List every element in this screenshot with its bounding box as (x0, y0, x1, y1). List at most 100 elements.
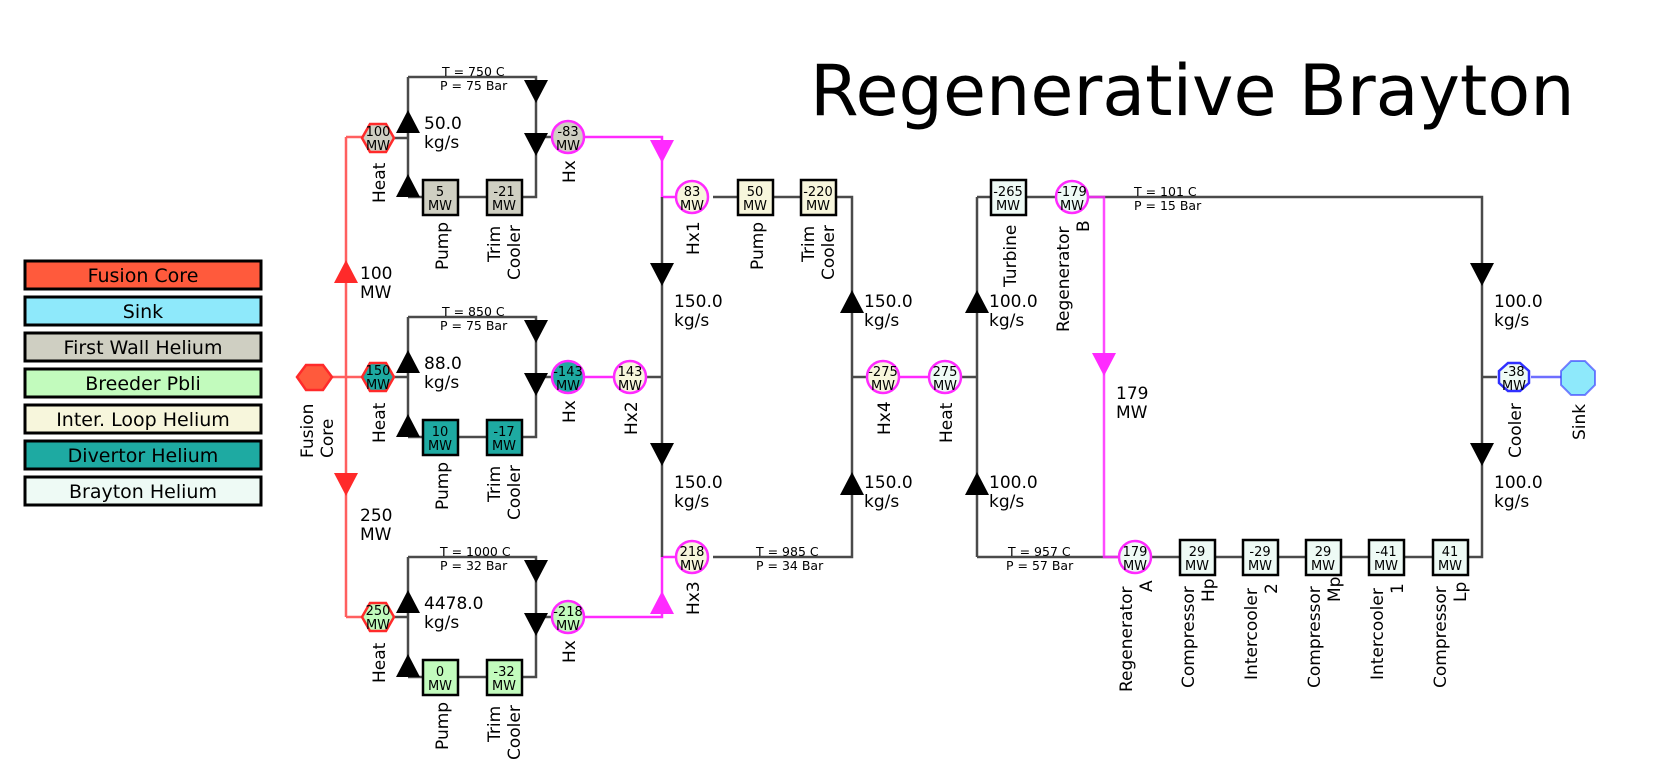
intercooler-label-2: 1 (1388, 583, 1408, 594)
intercooler-1-node (1367, 538, 1406, 577)
node-value: 100 (366, 125, 391, 140)
legend-swatch (23, 367, 263, 399)
node-value: -275 (868, 365, 898, 380)
regenerator-b-node (1054, 179, 1090, 215)
regenerator-label-1: Regenerator (1054, 227, 1074, 332)
node-unit: MW (366, 618, 390, 633)
node-value: 29 (1315, 545, 1332, 560)
state-temperature: T = 101 C (1133, 184, 1197, 199)
hx-label: Hx (560, 400, 580, 423)
flow-arrows (334, 80, 1494, 677)
node-unit: MW (428, 199, 452, 214)
arrow-down-icon (524, 613, 548, 636)
legend-swatch (23, 259, 263, 291)
legend-item-first-wall-helium: First Wall Helium (23, 331, 263, 363)
flow-value: 100.0 (1494, 292, 1543, 312)
trim-label-1: Trim (485, 226, 505, 263)
arrow-down-icon (650, 140, 674, 163)
sink-label: Sink (1570, 404, 1590, 440)
flow-value: 4478.0 (424, 594, 483, 614)
legend-swatch (23, 295, 263, 327)
legend-item-brayton-helium: Brayton Helium (23, 475, 263, 507)
node-unit: MW (1374, 559, 1398, 574)
sink-node: Sink (1560, 360, 1596, 440)
flow-unit: kg/s (864, 492, 899, 512)
turbine-node (989, 178, 1028, 217)
hx-node (550, 119, 586, 155)
state-temperature: T = 850 C (441, 304, 505, 319)
node-unit: MW (806, 199, 830, 214)
divertor-loop-pipe (393, 315, 551, 439)
hx3-label: Hx3 (684, 581, 704, 615)
flow-value: 100.0 (1494, 473, 1543, 493)
hx-label: Hx (560, 640, 580, 663)
heat-node (360, 122, 396, 154)
node-value: -29 (1249, 545, 1270, 560)
flow-unit: kg/s (989, 311, 1024, 331)
flow-value: 50.0 (424, 114, 462, 134)
trim-cooler-node (799, 178, 838, 217)
node-unit: MW (492, 439, 516, 454)
first-wall-loop: 100 MW Heat T = 750 C P = 75 Bar 50.0 kg… (360, 64, 586, 280)
arrow-up-icon (965, 290, 989, 313)
state-temperature: T = 750 C (441, 64, 505, 79)
node-value: -32 (493, 665, 514, 680)
node-unit: MW (1311, 559, 1335, 574)
node-value: 250 (366, 604, 391, 619)
core-flow-top-value: 100 (360, 264, 392, 284)
state-pressure: P = 75 Bar (440, 318, 508, 333)
arrow-up-icon (396, 350, 420, 373)
regenerator-link (1089, 195, 1118, 559)
flow-value: 150.0 (864, 473, 913, 493)
hx2-label: Hx2 (622, 401, 642, 435)
turbine-label: Turbine (1001, 225, 1021, 288)
arrow-down-icon (1092, 353, 1116, 376)
breeder-loop-pipe (393, 555, 551, 679)
pump-node (421, 658, 460, 697)
regenerator-label-2: A (1137, 580, 1157, 592)
regenerator-label-1: Regenerator (1117, 587, 1137, 692)
node-value: 218 (680, 545, 705, 560)
flow-unit: kg/s (674, 311, 709, 331)
flow-unit: kg/s (1494, 311, 1529, 331)
state-temperature: T = 1000 C (439, 544, 511, 559)
flow-value: 150.0 (674, 292, 723, 312)
pump-label: Pump (748, 222, 768, 270)
node-unit: MW (556, 139, 580, 154)
heat-label: Heat (370, 402, 390, 443)
node-unit: MW (1123, 559, 1147, 574)
trim-cooler-node (485, 658, 524, 697)
node-unit: MW (366, 378, 390, 393)
arrow-up-icon (396, 654, 420, 677)
regen-flow-value: 179 (1116, 384, 1148, 404)
heat-label: Heat (370, 162, 390, 203)
node-value: 10 (432, 425, 449, 440)
legend-item-fusion-core: Fusion Core (23, 259, 263, 291)
state-pressure: P = 34 Bar (756, 558, 824, 573)
arrow-up-icon (396, 174, 420, 197)
arrow-down-icon (650, 263, 674, 286)
node-value: -143 (553, 365, 583, 380)
node-unit: MW (492, 199, 516, 214)
arrow-up-icon (650, 591, 674, 614)
heat-node (927, 359, 963, 395)
compressor-lp-node (1431, 538, 1470, 577)
arrow-down-icon (524, 80, 548, 103)
divertor-loop: 150 MW Heat T = 850 C P = 75 Bar 88.0 kg… (360, 304, 586, 520)
compressor-label-1: Compressor (1179, 586, 1199, 688)
trim-label-2: Cooler (505, 225, 525, 280)
heat-node (360, 361, 396, 393)
arrow-down-icon (1470, 443, 1494, 466)
pump-node (421, 418, 460, 457)
diagram-title: Regenerative Brayton (810, 50, 1575, 132)
trim-cooler-node (485, 178, 524, 217)
legend-item-breeder-pbli: Breeder Pbli (23, 367, 263, 399)
trim-cooler-node (485, 418, 524, 457)
intercooler-label-2: 2 (1262, 583, 1282, 594)
intercooler-label-1: Intercooler (1368, 588, 1388, 680)
legend-label: Divertor Helium (68, 445, 219, 467)
state-pressure: P = 75 Bar (440, 78, 508, 93)
cooler-label: Cooler (1506, 403, 1526, 458)
node-unit: MW (743, 199, 767, 214)
node-value: 275 (933, 365, 958, 380)
